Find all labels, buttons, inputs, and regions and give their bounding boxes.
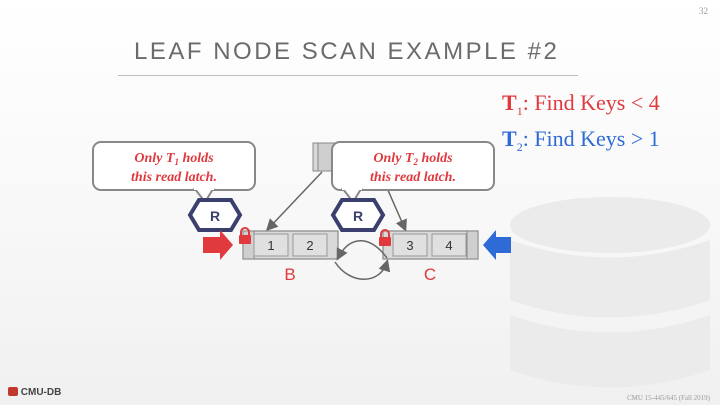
callout-t1-line1-post: holds bbox=[179, 151, 214, 166]
sibling-pointer-b-to-c bbox=[334, 259, 391, 280]
leaf-b-key-1: 1 bbox=[267, 238, 274, 253]
callout-t2-line1-pre: Only T bbox=[373, 151, 415, 166]
course-footer: CMU 15-445/645 (Fall 2019) bbox=[626, 394, 710, 402]
callout-t2-sub: 2 bbox=[412, 157, 418, 167]
latch-label-t1: R bbox=[210, 208, 220, 224]
sibling-pointer-c-to-b bbox=[336, 240, 388, 261]
t1-scan-arrow-icon bbox=[203, 230, 233, 260]
lock-icon bbox=[379, 229, 391, 246]
t1-subscript: 1 bbox=[516, 104, 523, 118]
callout-t1-line1-pre: Only T bbox=[134, 151, 176, 166]
callout-t2-line1-post: holds bbox=[418, 151, 453, 166]
leaf-b-key-2: 2 bbox=[306, 238, 313, 253]
t2-scan-arrow-icon bbox=[483, 230, 511, 260]
callout-t2: Only T2 holds this read latch. bbox=[331, 141, 495, 204]
cmu-db-logo: CMU-DB bbox=[8, 387, 61, 398]
node-label-b: B bbox=[284, 265, 295, 284]
t2-description: T2: Find Keys > 1 bbox=[502, 126, 660, 155]
t2-text: : Find Keys > 1 bbox=[522, 126, 660, 151]
read-latch-t1: R bbox=[187, 198, 243, 232]
t2-subscript: 2 bbox=[516, 140, 523, 154]
callout-t2-line2: this read latch. bbox=[370, 170, 456, 185]
slide-number: 32 bbox=[699, 6, 708, 16]
title-divider bbox=[118, 75, 578, 76]
pointer-to-b bbox=[265, 171, 323, 232]
callout-t1: Only T1 holds this read latch. bbox=[92, 141, 256, 204]
t1-text: : Find Keys < 4 bbox=[522, 90, 660, 115]
leaf-node-b: 1 2 bbox=[242, 230, 339, 260]
lock-icon bbox=[239, 227, 251, 244]
logo-text: CMU-DB bbox=[20, 387, 62, 398]
svg-text:Only T2 holds: Only T2 holds bbox=[373, 151, 453, 167]
callout-t1-sub: 1 bbox=[174, 157, 179, 167]
leaf-c-key-3: 3 bbox=[406, 238, 413, 253]
t2-name: T bbox=[502, 126, 517, 151]
slide-title: LEAF NODE SCAN EXAMPLE #2 bbox=[134, 38, 560, 65]
latch-label-t2: R bbox=[353, 208, 363, 224]
node-label-c: C bbox=[424, 265, 436, 284]
t1-description: T1: Find Keys < 4 bbox=[502, 90, 660, 119]
leaf-c-key-4: 4 bbox=[445, 238, 452, 253]
svg-text:Only T1 holds: Only T1 holds bbox=[134, 151, 214, 167]
callout-t1-line2: this read latch. bbox=[131, 170, 217, 185]
leaf-node-c: 3 4 bbox=[382, 230, 479, 260]
database-logo-icon bbox=[8, 387, 18, 396]
t1-name: T bbox=[502, 90, 517, 115]
read-latch-t2: R bbox=[330, 198, 386, 232]
